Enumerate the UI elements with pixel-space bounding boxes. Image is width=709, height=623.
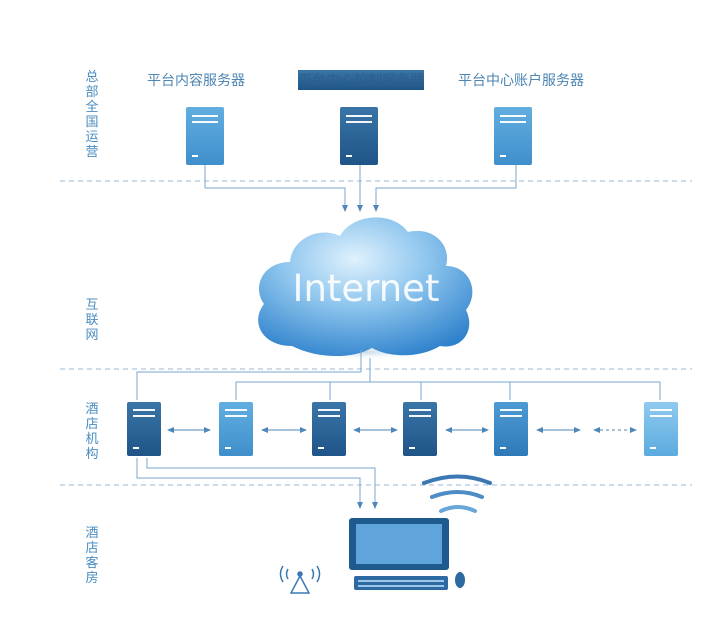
layer-label-internet: 互联网 [85, 298, 99, 343]
internet-cloud [258, 217, 473, 357]
layer-label-hq: 总部全国运营 [85, 70, 99, 160]
wifi-signal-icon [422, 474, 492, 513]
hotel-server-icon [644, 402, 678, 456]
layer-label-room: 酒店客房 [85, 526, 99, 586]
server-label-control: 平台中心控制服务器 [298, 70, 424, 90]
layer-label-hotel: 酒店机构 [85, 402, 99, 462]
hotel-server-icon [403, 402, 437, 456]
hotel-server-icon [494, 402, 528, 456]
content-server-icon [186, 107, 224, 165]
hotel-server-icon [219, 402, 253, 456]
control-server-icon [340, 107, 378, 165]
account-server-icon [494, 107, 532, 165]
hotel-server-icon [127, 402, 161, 456]
server-label-content: 平台内容服务器 [147, 73, 245, 89]
hotel-server-icon [312, 402, 346, 456]
computer-monitor-icon [349, 518, 465, 590]
cloud-label: Internet [293, 267, 440, 310]
antenna-icon [279, 565, 321, 594]
server-label-account: 平台中心账户服务器 [458, 73, 584, 89]
